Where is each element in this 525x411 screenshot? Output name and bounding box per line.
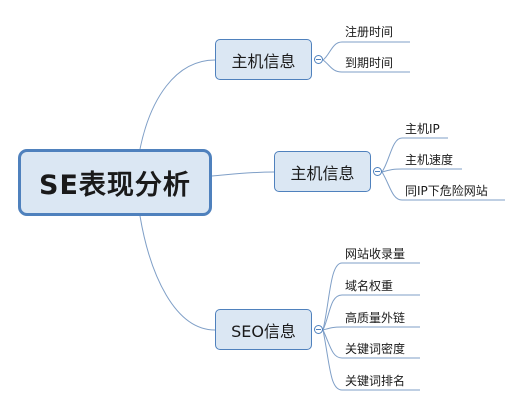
branch-node-seo-info[interactable]: SEO信息 (215, 309, 312, 350)
leaf-keyword-density[interactable]: 关键词密度 (345, 342, 406, 356)
leaf-line-4 (381, 168, 462, 173)
leaf-host-speed[interactable]: 主机速度 (405, 153, 454, 167)
leaf-line-2 (322, 59, 410, 73)
leaf-line-5 (381, 171, 505, 201)
root-node[interactable]: SE表现分析 (18, 149, 212, 216)
branch-node-host-info-2[interactable]: 主机信息 (274, 151, 371, 192)
leaf-line-7 (322, 294, 420, 331)
leaf-line-6 (322, 262, 420, 331)
leaf-line-9 (322, 329, 420, 359)
leaf-indexed-count[interactable]: 网站收录量 (345, 247, 406, 261)
leaf-line-1 (322, 41, 410, 61)
branch-node-host-info[interactable]: 主机信息 (215, 39, 312, 80)
leaf-dangerous-sites[interactable]: 同IP下危险网站 (405, 184, 488, 198)
leaf-line-8 (322, 326, 420, 331)
leaf-registration-time[interactable]: 注册时间 (345, 25, 394, 39)
leaf-expiry-time[interactable]: 到期时间 (345, 56, 394, 70)
collapse-toggle-icon[interactable] (314, 325, 323, 334)
leaf-line-10 (322, 329, 420, 391)
root-to-branch-1-line (139, 59, 216, 150)
leaf-quality-backlinks[interactable]: 高质量外链 (345, 311, 406, 325)
root-to-branch-2-line (211, 171, 275, 177)
leaf-line-3 (381, 137, 448, 173)
leaf-domain-weight[interactable]: 域名权重 (345, 279, 394, 293)
collapse-toggle-icon[interactable] (314, 55, 323, 64)
collapse-toggle-icon[interactable] (373, 167, 382, 176)
leaf-host-ip[interactable]: 主机IP (405, 122, 440, 136)
root-to-branch-3-line (139, 215, 216, 331)
leaf-keyword-ranking[interactable]: 关键词排名 (345, 374, 406, 388)
